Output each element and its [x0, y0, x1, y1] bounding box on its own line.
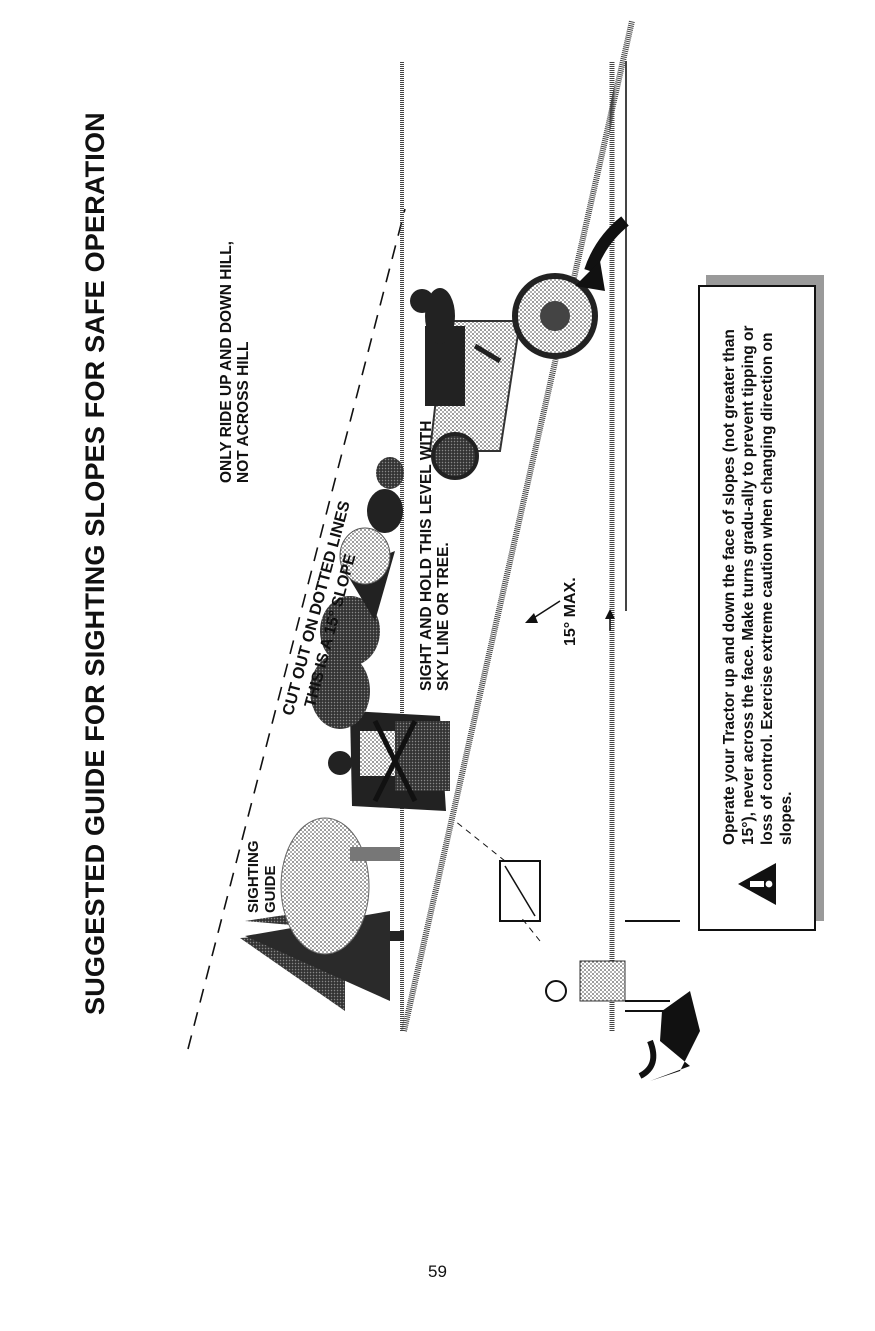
ride-instruction: ONLY RIDE UP AND DOWN HILL, NOT ACROSS H…: [218, 241, 252, 483]
dotted-cut-line: [187, 208, 406, 1050]
caution-box: Operate your Tractor up and down the fac…: [698, 285, 816, 931]
page-number: 59: [428, 1262, 447, 1281]
slope-line: [401, 20, 635, 1032]
person-shadow: [638, 991, 700, 1081]
sight-instruction-line1: SIGHT AND HOLD THIS LEVEL WITH: [418, 420, 435, 691]
direction-arrow: [575, 216, 629, 291]
person-with-guide: [454, 820, 680, 1012]
sight-instruction: SIGHT AND HOLD THIS LEVEL WITH SKY LINE …: [418, 421, 452, 691]
sighting-guide-label: SIGHTING GUIDE: [245, 840, 279, 913]
sighting-guide-label-line1: SIGHTING: [245, 840, 262, 913]
ride-instruction-line2: NOT ACROSS HILL: [235, 341, 252, 483]
tree-cluster: [310, 457, 404, 729]
tractor-up-hill: [410, 273, 598, 480]
max-angle-label: 15° MAX.: [562, 577, 579, 646]
round-tree: [280, 817, 400, 955]
warning-triangle-icon: [738, 863, 776, 905]
angle-arrow-up: [531, 600, 561, 620]
caution-text: Operate your Tractor up and down the fac…: [721, 325, 795, 845]
sight-instruction-line2: SKY LINE OR TREE.: [435, 542, 452, 691]
sighting-guide-label-line2: GUIDE: [262, 865, 279, 913]
tractor-across-slope: [328, 711, 450, 811]
ride-instruction-line1: ONLY RIDE UP AND DOWN HILL,: [218, 241, 235, 483]
